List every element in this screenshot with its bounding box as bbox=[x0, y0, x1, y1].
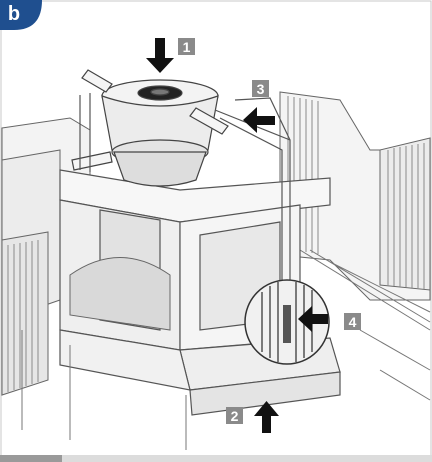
table-legs bbox=[21, 330, 187, 450]
callout-number: 3 bbox=[257, 81, 265, 97]
funnel-vessel bbox=[101, 79, 219, 187]
step-badge-shape bbox=[0, 0, 42, 30]
step-badge: b bbox=[0, 0, 42, 30]
callout-badge bbox=[344, 313, 361, 330]
step-letter: b bbox=[8, 3, 20, 25]
callout-number: 2 bbox=[231, 408, 239, 424]
arrow-down-icon bbox=[146, 38, 174, 73]
arrow-left-icon bbox=[243, 107, 275, 133]
arrow-up-icon bbox=[254, 401, 279, 433]
funnel-handles bbox=[71, 69, 229, 171]
arrow-left-icon bbox=[298, 306, 328, 332]
callout-3: 3 bbox=[252, 80, 269, 97]
callout-number: 1 bbox=[183, 39, 191, 55]
support-rods bbox=[79, 93, 291, 332]
callout-badge bbox=[226, 407, 243, 424]
bottom-rule-accent bbox=[0, 455, 62, 462]
callout-badge bbox=[178, 38, 195, 55]
callout-2: 2 bbox=[226, 407, 243, 424]
callout-badge bbox=[252, 80, 269, 97]
callout-1: 1 bbox=[178, 38, 195, 55]
right-floor-lines bbox=[299, 249, 431, 401]
left-frame-bars bbox=[7, 240, 39, 392]
callout-4: 4 bbox=[344, 313, 361, 330]
callout-number: 4 bbox=[349, 314, 357, 330]
detail-zoom-circle bbox=[244, 279, 330, 365]
bottom-rule bbox=[0, 455, 432, 462]
table-arch bbox=[69, 257, 171, 331]
